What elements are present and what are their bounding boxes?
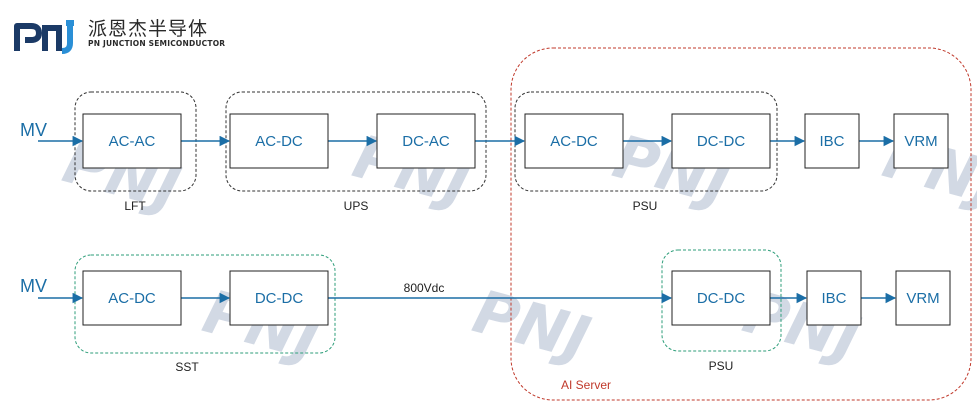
group-label-psu-top: PSU	[633, 199, 658, 213]
block-dc-ac	[376, 113, 476, 169]
sst-group	[74, 254, 336, 354]
block-label: DC-DC	[697, 290, 745, 307]
bus-voltage-label: 800Vdc	[404, 281, 445, 295]
block-label: DC-DC	[697, 133, 745, 150]
pnj-logo-mark-icon	[14, 20, 74, 54]
block-label: AC-DC	[550, 133, 598, 150]
group-label-sst: SST	[175, 360, 199, 374]
group-label-lft: LFT	[124, 199, 146, 213]
block-ac-dc	[229, 113, 329, 169]
ai-server-boundary	[510, 47, 972, 401]
block-dc-dc-psu-bottom	[671, 270, 771, 326]
block-label: VRM	[904, 133, 937, 150]
block-ibc-bottom	[806, 270, 862, 326]
block-ibc	[804, 113, 860, 169]
group-label-ups: UPS	[344, 199, 369, 213]
logo-name-en: PN JUNCTION SEMICONDUCTOR	[88, 39, 226, 48]
block-dc-dc-sst	[229, 270, 329, 326]
block-dc-dc-psu	[671, 113, 771, 169]
block-vrm-bottom	[895, 270, 951, 326]
mv-input-bottom: MV	[20, 276, 47, 296]
logo-name-cn: 派恩杰半导体	[88, 18, 209, 40]
block-label: AC-DC	[255, 133, 303, 150]
block-label: IBC	[821, 290, 846, 307]
block-label: AC-AC	[109, 133, 156, 150]
ai-server-label: AI Server	[561, 378, 611, 392]
block-ac-dc-sst	[82, 270, 182, 326]
block-label: DC-AC	[402, 133, 450, 150]
block-label: VRM	[906, 290, 939, 307]
block-label: IBC	[819, 133, 844, 150]
mv-input-top: MV	[20, 120, 47, 140]
block-ac-ac	[82, 113, 182, 169]
bottom-row-blocks: AC-DC DC-DC DC-DC IBC VRM	[82, 270, 951, 326]
block-ac-dc-psu	[524, 113, 624, 169]
block-label: AC-DC	[108, 290, 156, 307]
group-label-psu-bottom: PSU	[709, 359, 734, 373]
watermark: PNJ	[466, 277, 597, 375]
block-label: DC-DC	[255, 290, 303, 307]
top-row-blocks: AC-AC AC-DC DC-AC AC-DC DC-DC IBC VRM	[82, 113, 949, 169]
block-vrm	[893, 113, 949, 169]
